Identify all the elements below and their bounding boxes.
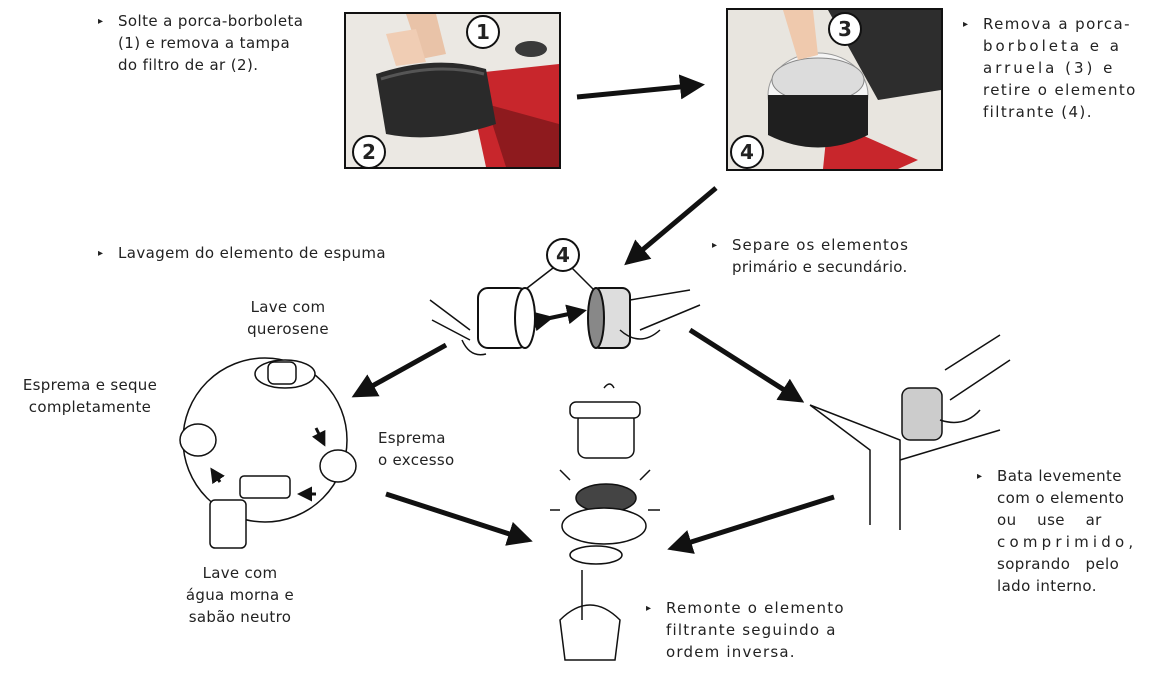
double-arrow xyxy=(550,311,583,318)
paper-element-illustration xyxy=(588,288,700,348)
bullet-icon: ▸ xyxy=(712,240,717,251)
bullet-icon: ▸ xyxy=(977,471,982,482)
callout-3: 3 xyxy=(828,12,862,46)
cycle-label-squeeze-dry: Esprema e seque completamente xyxy=(6,374,174,418)
arrow-photo1-to-photo2 xyxy=(577,85,700,97)
tap-text: Bata levemente com o elemento ou use ar … xyxy=(997,465,1155,597)
reassemble-text: Remonte o elemento filtrante seguindo a … xyxy=(666,597,845,663)
cycle-label-squeeze-excess: Esprema o excesso xyxy=(378,427,468,471)
cycle-label-wash-kerosene: Lave com querosene xyxy=(228,296,348,340)
arrow-foam-to-reassemble xyxy=(386,494,528,540)
foam-washing-heading: Lavagem do elemento de espuma xyxy=(118,242,386,264)
callout-2: 2 xyxy=(352,135,386,169)
arrow-tap-to-reassemble xyxy=(672,497,834,548)
bullet-icon: ▸ xyxy=(98,248,103,259)
arrow-to-tap xyxy=(690,330,800,400)
arrow-to-foam-cycle xyxy=(356,345,446,395)
bullet-icon: ▸ xyxy=(98,16,103,27)
step2-text: Remova a porca- borboleta e a arruela (3… xyxy=(983,13,1153,123)
separate-text: Separe os elementos primário e secundári… xyxy=(732,234,909,278)
cycle-label-wash-water: Lave com água morna e sabão neutro xyxy=(160,562,320,628)
callout-4-photo: 4 xyxy=(730,135,764,169)
tap-scene-illustration xyxy=(810,335,1010,530)
bullet-icon: ▸ xyxy=(646,603,651,614)
bullet-icon: ▸ xyxy=(963,19,968,30)
callout-1: 1 xyxy=(466,15,500,49)
step1-text: Solte a porca-borboleta (1) e remova a t… xyxy=(118,10,338,76)
callout-4-elements: 4 xyxy=(546,238,580,272)
arrow-photo2-to-separate xyxy=(628,188,716,262)
exploded-view-illustration xyxy=(550,384,660,660)
